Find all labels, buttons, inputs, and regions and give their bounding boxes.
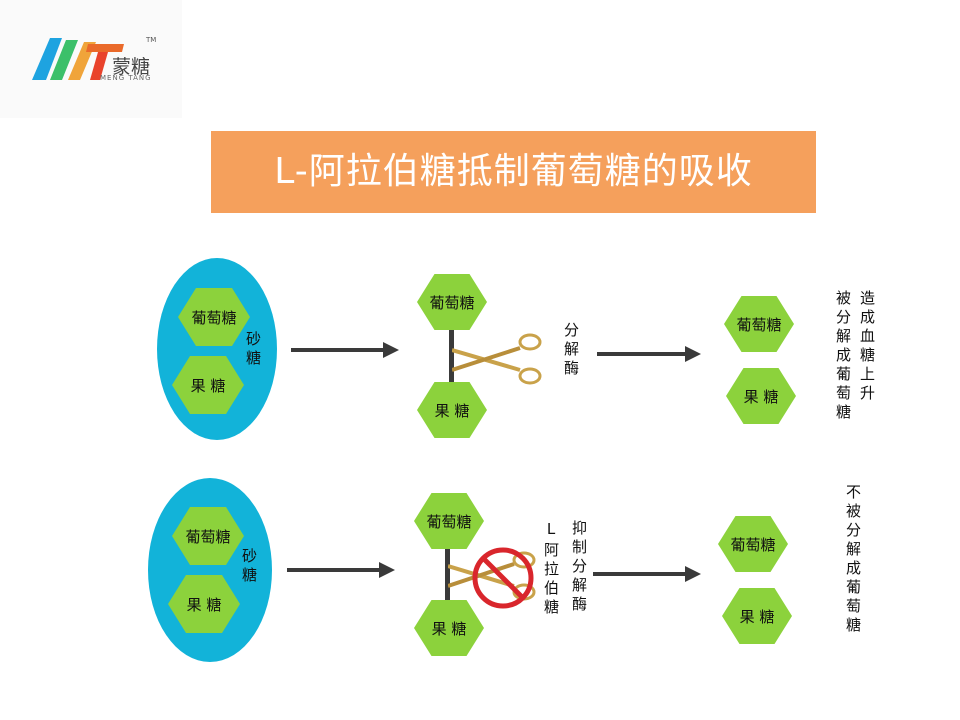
result-label: 不被分解成葡萄糖 bbox=[842, 484, 864, 636]
arrow-head bbox=[685, 566, 701, 582]
fructose-hexagon: 果 糖 bbox=[722, 588, 792, 644]
arrow-line bbox=[593, 572, 687, 576]
glucose-hexagon: 葡萄糖 bbox=[417, 274, 487, 330]
result-label: 被分解成葡萄糖 bbox=[832, 290, 854, 423]
arrow-line bbox=[597, 352, 687, 356]
arrow-line bbox=[287, 568, 381, 572]
fructose-hexagon: 果 糖 bbox=[726, 368, 796, 424]
glucose-hexagon: 葡萄糖 bbox=[718, 516, 788, 572]
sucrose-label: 砂糖 bbox=[238, 548, 260, 586]
result-label: 造成血糖上升 bbox=[856, 290, 878, 404]
inhibitor-label: L阿拉伯糖 bbox=[540, 520, 562, 618]
no-sign-icon bbox=[470, 545, 536, 611]
arrow-head bbox=[685, 346, 701, 362]
arrow-head bbox=[379, 562, 395, 578]
enzyme-label: 分解酶 bbox=[560, 322, 582, 379]
fructose-hexagon: 果 糖 bbox=[417, 382, 487, 438]
logo-name-en: MENG TANG bbox=[100, 74, 152, 82]
arrow-line bbox=[291, 348, 385, 352]
page-title: L-阿拉伯糖抵制葡萄糖的吸收 bbox=[211, 131, 816, 213]
scissors-icon bbox=[452, 328, 548, 388]
sucrose-label: 砂糖 bbox=[242, 331, 264, 369]
inhibit-action-label: 抑制分解酶 bbox=[568, 520, 590, 615]
arrow-head bbox=[383, 342, 399, 358]
glucose-hexagon: 葡萄糖 bbox=[414, 493, 484, 549]
logo-tm: TM bbox=[146, 36, 156, 44]
title-banner: L-阿拉伯糖抵制葡萄糖的吸收 bbox=[211, 131, 816, 213]
glucose-hexagon: 葡萄糖 bbox=[724, 296, 794, 352]
